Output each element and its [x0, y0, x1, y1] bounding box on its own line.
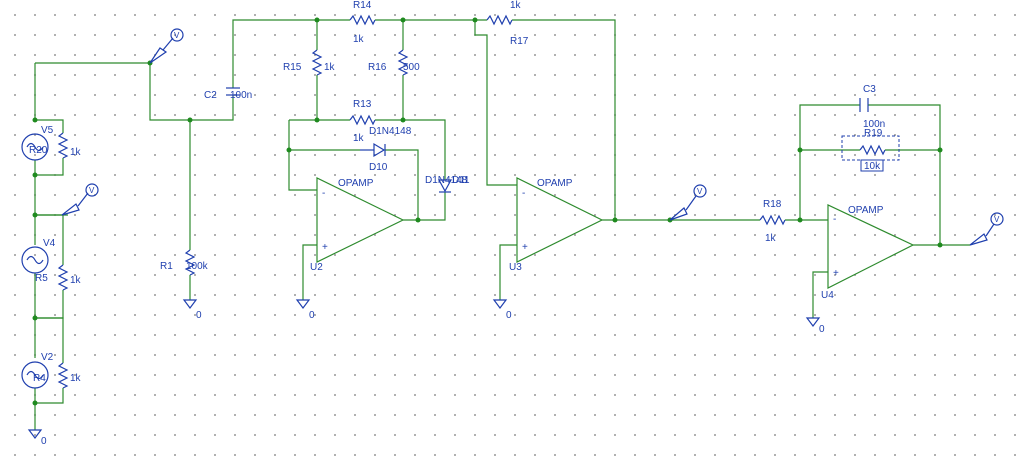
U4-plus: + — [833, 268, 839, 279]
C2-ref: C2 — [204, 90, 217, 101]
D11-value: D1N4148 — [425, 175, 468, 186]
R14-ref: R14 — [353, 0, 372, 11]
R1-ref: R1 — [160, 261, 173, 272]
ground-source: 0 — [27, 429, 47, 447]
R16-value: 500 — [403, 62, 420, 73]
U2-minus: - — [322, 188, 325, 199]
D11-ref: D11 — [452, 175, 470, 186]
ground-label: 0 — [41, 436, 47, 447]
R18-ref: R18 — [763, 199, 782, 210]
resistor-R16[interactable]: R16 500 — [368, 49, 420, 76]
ground-label: 0 — [819, 324, 825, 335]
capacitor-C3[interactable]: C3 100n — [859, 84, 885, 130]
D10-value: D1N4148 — [369, 126, 412, 137]
resistor-R19[interactable]: R19 10k — [841, 128, 900, 172]
U2-plus: + — [322, 242, 328, 253]
R17-value: 1k — [510, 0, 522, 11]
ground-R1: 0 — [182, 299, 202, 321]
R19-value: 10k — [864, 161, 881, 172]
diode-D11[interactable]: D1N4148 D11 — [425, 175, 470, 193]
voltage-probe-mid[interactable]: V — [61, 183, 99, 216]
C2-value: 100n — [230, 90, 252, 101]
capacitor-C2[interactable]: C2 100n — [204, 87, 252, 101]
R18-value: 1k — [765, 233, 777, 244]
probe-label: V — [89, 186, 95, 195]
U3-value: OPAMP — [537, 178, 573, 189]
U3-plus: + — [522, 242, 528, 253]
opamp-U3[interactable]: - + OPAMP U3 — [509, 177, 604, 273]
R13-value: 1k — [353, 133, 365, 144]
voltage-probe-output[interactable]: V — [969, 212, 1004, 246]
wires — [34, 19, 970, 430]
U2-ref: U2 — [310, 262, 323, 273]
C3-ref: C3 — [863, 84, 876, 95]
diode-D10[interactable]: D1N4148 D10 — [360, 126, 412, 173]
ground-U4: 0 — [805, 317, 825, 335]
ground-label: 0 — [309, 310, 315, 321]
resistor-R13[interactable]: R13 1k — [349, 99, 376, 144]
U2-value: OPAMP — [338, 178, 374, 189]
V2-ref: V2 — [41, 352, 54, 363]
resistor-R1[interactable]: R1 100k — [160, 249, 209, 276]
R19-ref: R19 — [864, 128, 883, 139]
U3-minus: - — [522, 188, 525, 199]
V4-ref: V4 — [43, 238, 56, 249]
probe-label: V — [994, 215, 1000, 224]
R14-value: 1k — [353, 34, 365, 45]
ground-U3: 0 — [492, 299, 512, 321]
resistor-R18[interactable]: R18 1k — [759, 199, 786, 244]
resistor-R5[interactable]: R5 1k — [35, 264, 82, 291]
voltage-probe-input[interactable]: V — [149, 28, 184, 64]
R17-ref: R17 — [510, 36, 529, 47]
ground-label: 0 — [196, 310, 202, 321]
resistor-R20[interactable]: R20 1k — [29, 132, 82, 159]
R1-value: 100k — [186, 261, 209, 272]
R5-value: 1k — [70, 275, 82, 286]
V5-ref: V5 — [41, 125, 54, 136]
U4-ref: U4 — [821, 290, 834, 301]
resistor-R14[interactable]: R14 1k — [349, 0, 376, 45]
R16-ref: R16 — [368, 62, 387, 73]
C3-value: 100n — [863, 119, 885, 130]
voltage-source-V5[interactable]: V5 — [21, 125, 54, 161]
R15-value: 1k — [324, 62, 336, 73]
opamp-U2[interactable]: - + OPAMP U2 — [310, 177, 405, 273]
resistor-R4[interactable]: R4 1k — [33, 362, 82, 389]
R4-value: 1k — [70, 373, 82, 384]
probe-label: V — [697, 187, 703, 196]
R20-value: 1k — [70, 147, 82, 158]
U4-value: OPAMP — [848, 205, 884, 216]
ground-label: 0 — [506, 310, 512, 321]
ground-U2: 0 — [295, 299, 315, 321]
resistor-R15[interactable]: R15 1k — [283, 49, 336, 76]
D10-ref: D10 — [369, 162, 388, 173]
probe-label: V — [174, 31, 180, 40]
voltage-probe-u3-out[interactable]: V — [669, 184, 707, 221]
resistor-R17[interactable]: 1k R17 — [486, 0, 529, 47]
U3-ref: U3 — [509, 262, 522, 273]
R13-ref: R13 — [353, 99, 372, 110]
U4-minus: - — [833, 214, 836, 225]
voltage-source-V2[interactable]: V2 — [21, 352, 54, 389]
R5-ref: R5 — [35, 273, 48, 284]
voltage-source-V4[interactable]: V4 — [21, 238, 56, 274]
opamp-U4[interactable]: - + OPAMP U4 — [821, 204, 915, 301]
R15-ref: R15 — [283, 62, 302, 73]
